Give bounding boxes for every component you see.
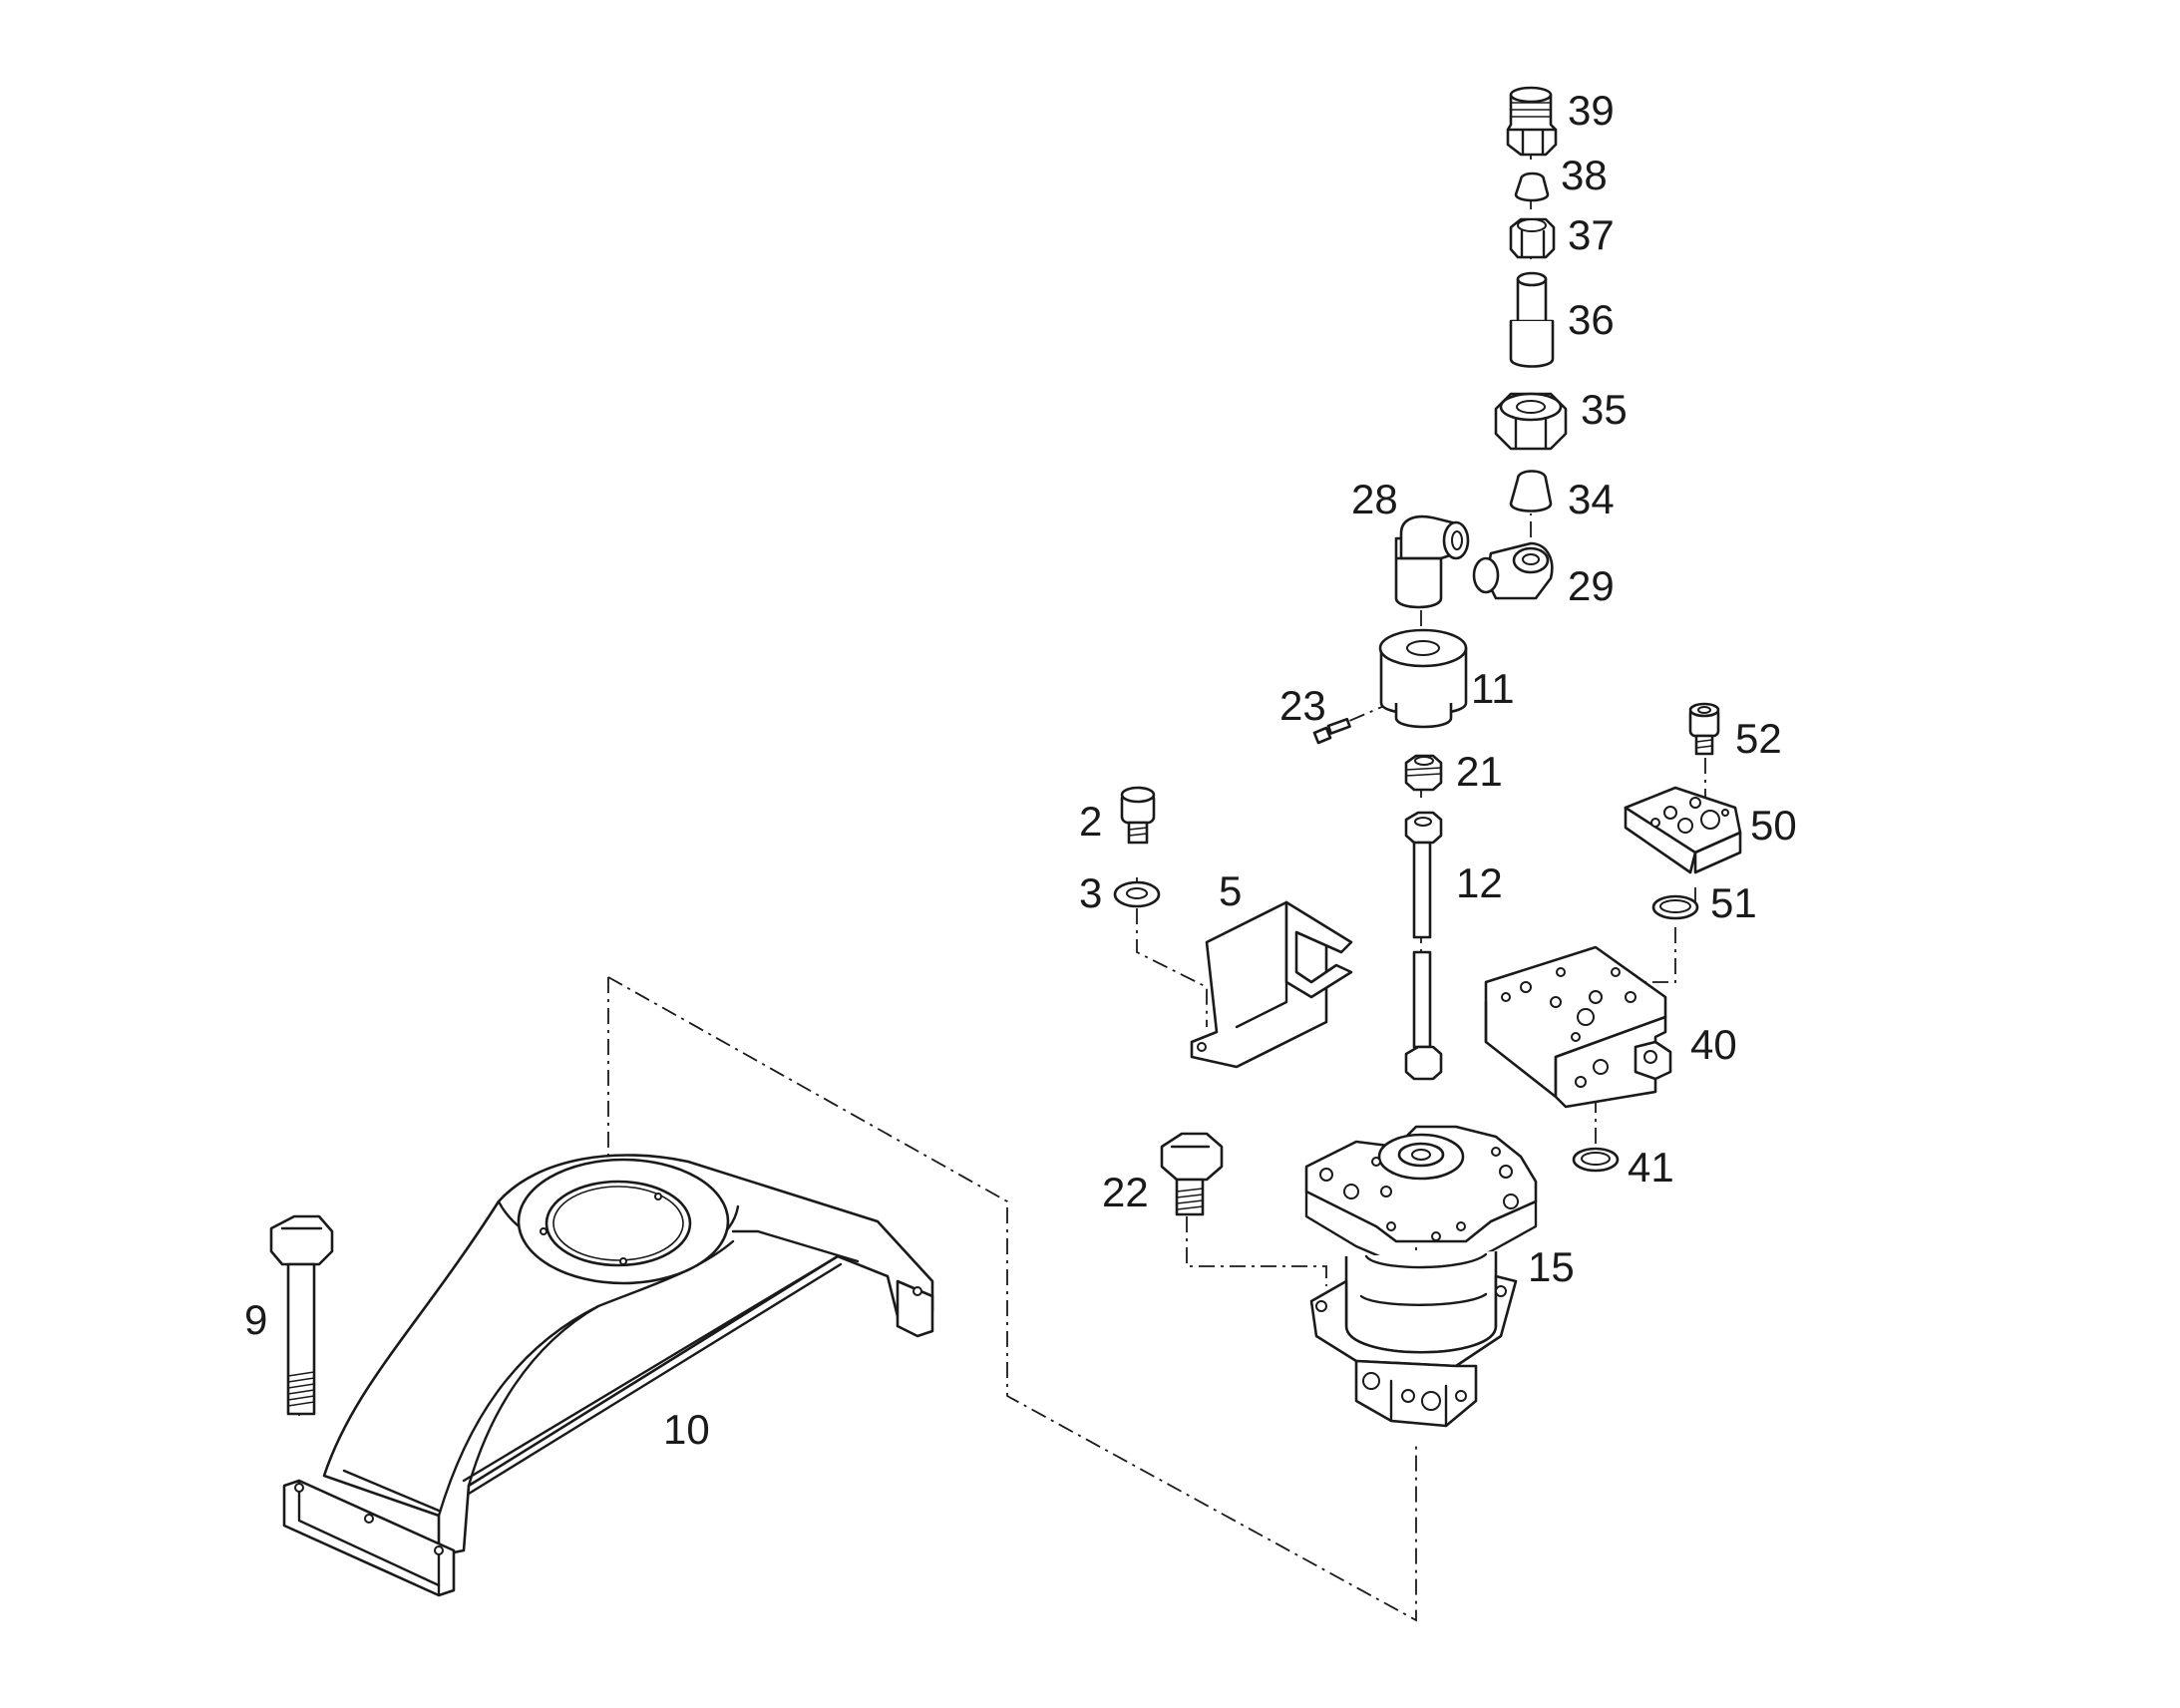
label-38: 38 [1561,152,1608,198]
adaptor-part-39 [1506,86,1558,157]
cone-part-38 [1514,171,1550,202]
label-50: 50 [1750,802,1797,849]
motor-part-15 [1304,1125,1538,1428]
label-41: 41 [1628,1144,1674,1191]
label-22: 22 [1102,1169,1149,1215]
label-51: 51 [1710,879,1757,926]
rod-part-12 [1404,811,1443,1081]
hex-bolt-part-22 [1160,1132,1224,1216]
valve-block-part-40 [1484,945,1672,1109]
label-52: 52 [1735,715,1782,762]
label-2: 2 [1079,798,1102,845]
elbow-part-29 [1472,541,1554,600]
label-12: 12 [1456,859,1503,906]
elbow-part-28 [1394,514,1470,609]
label-11: 11 [1471,665,1515,712]
plate-part-50 [1624,786,1742,874]
cap-part-11 [1378,628,1468,729]
small-screw-part-23 [1312,717,1351,745]
fitting-part-21 [1404,754,1443,792]
screw-part-2 [1120,786,1156,845]
label-10: 10 [663,1406,710,1453]
label-37: 37 [1568,211,1615,258]
base-frame-part-10 [282,1154,934,1597]
label-34: 34 [1568,476,1615,522]
bracket-part-5 [1190,900,1353,1069]
label-40: 40 [1690,1021,1737,1068]
label-29: 29 [1568,562,1615,609]
label-28: 28 [1351,476,1398,522]
label-36: 36 [1568,296,1615,343]
seal-ring-part-41 [1572,1147,1620,1173]
tube-part-36 [1509,271,1555,368]
part-labels: 39 38 37 36 35 34 28 29 11 23 21 52 50 5… [244,87,1797,1453]
label-23: 23 [1279,682,1326,729]
ferrule-part-34 [1509,470,1553,512]
o-ring-part-51 [1651,894,1699,920]
label-5: 5 [1219,867,1242,914]
label-3: 3 [1079,869,1102,916]
bolt-thread [287,1371,315,1407]
long-bolt-part-9 [269,1214,334,1416]
cap-screw-part-52 [1688,702,1720,756]
nut-part-37 [1509,217,1556,259]
label-21: 21 [1456,748,1503,795]
label-35: 35 [1581,386,1628,433]
washer-part-3 [1113,880,1161,908]
label-39: 39 [1568,87,1615,134]
hex-nut-part-35 [1494,392,1568,451]
label-9: 9 [244,1296,267,1343]
label-15: 15 [1528,1243,1575,1290]
